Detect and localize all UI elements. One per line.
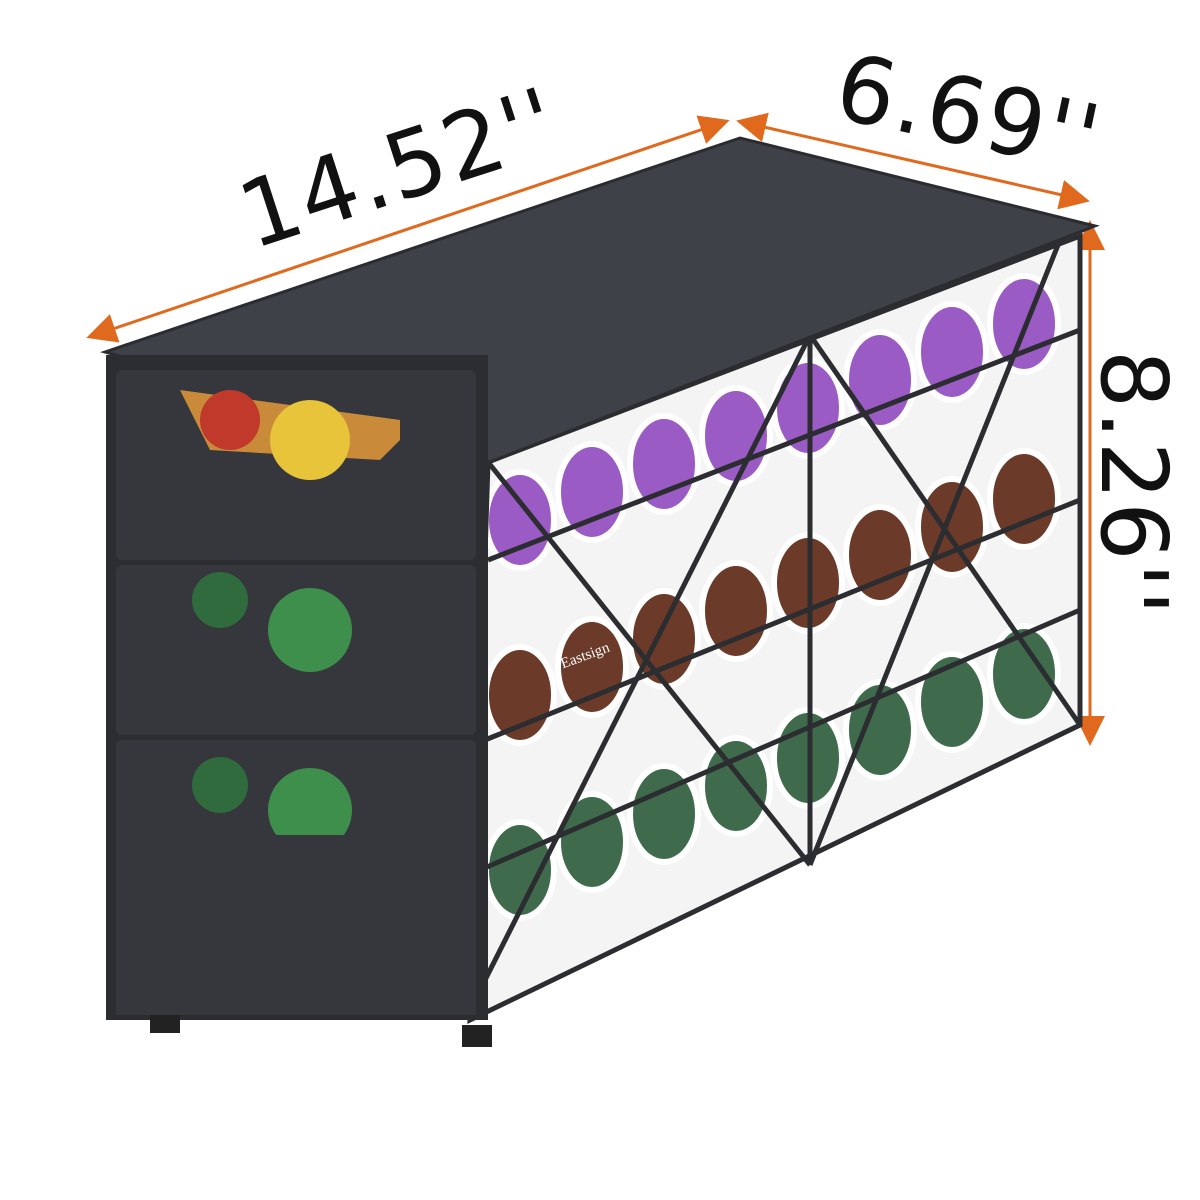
foot — [150, 1015, 180, 1033]
drawer-top[interactable] — [116, 370, 476, 560]
coffee-pod — [843, 504, 917, 606]
depth-arrow — [736, 112, 1090, 210]
coffee-pod — [555, 791, 629, 893]
coffee-pod — [627, 413, 701, 515]
foot — [462, 1025, 492, 1047]
wire-side-pods — [467, 232, 1083, 1025]
coffee-pod — [987, 623, 1061, 725]
coffee-pod — [699, 735, 773, 837]
coffee-pod — [627, 763, 701, 865]
length-arrow — [86, 115, 730, 343]
coffee-pod — [483, 644, 557, 746]
coffee-pod — [699, 560, 773, 662]
coffee-pod — [483, 469, 557, 571]
height-label: 8.26'' — [1080, 349, 1188, 618]
coffee-pod — [915, 301, 989, 403]
coffee-pod — [987, 448, 1061, 550]
coffee-pod — [483, 819, 557, 921]
coffee-pod — [555, 441, 629, 543]
drawer-bottom[interactable] — [116, 740, 476, 1015]
drawer-middle[interactable] — [116, 565, 476, 735]
coffee-pod — [915, 651, 989, 753]
coffee-pod — [843, 329, 917, 431]
